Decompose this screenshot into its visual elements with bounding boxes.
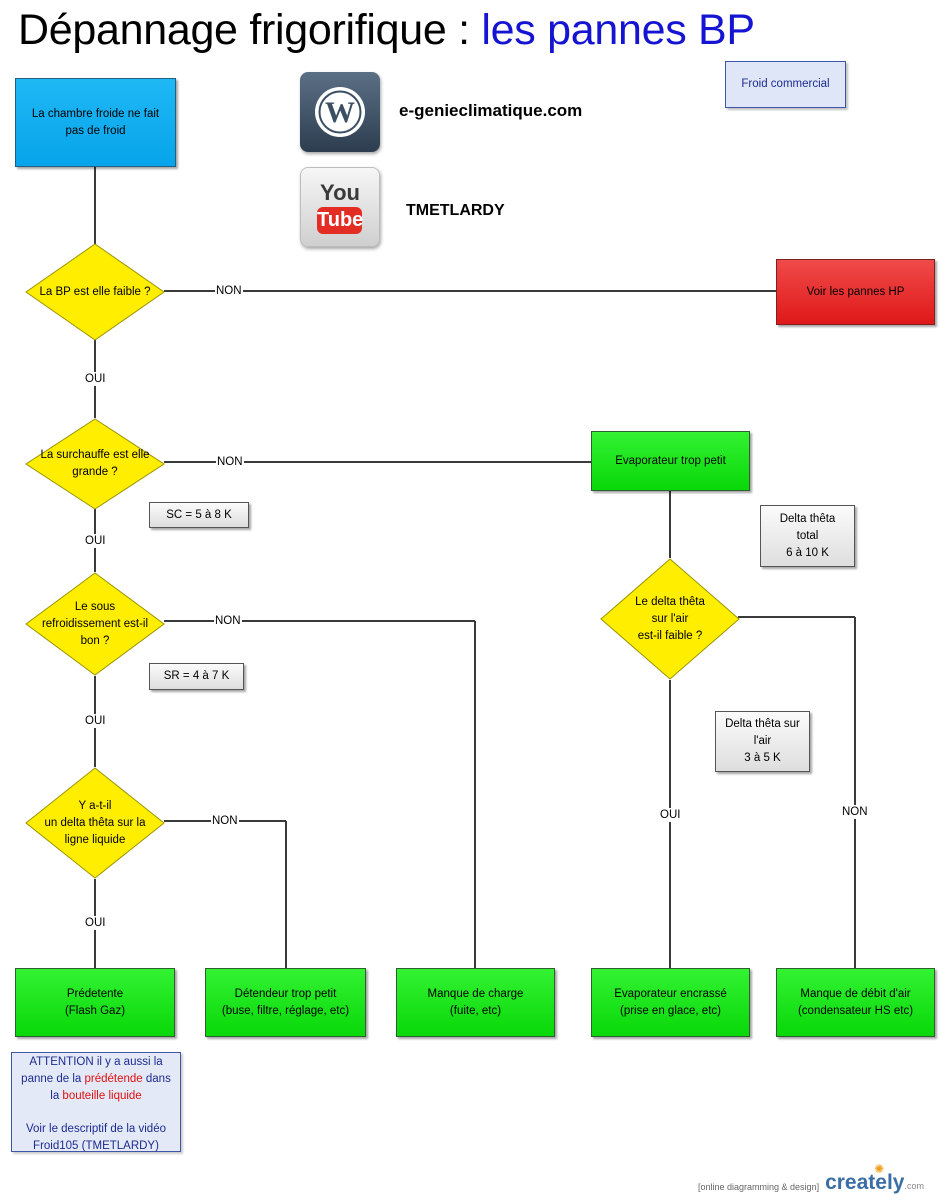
attention-note-line: ATTENTION il y a aussi la panne de la pr… [16,1054,176,1105]
creately-brand-text: creately [825,1171,905,1194]
decision-delta-air: Le delta thêta sur l'air est-il faible ? [600,558,740,680]
decision-ligne-liquide-shape [25,767,165,879]
svg-text:W: W [325,96,355,129]
delta-theta-total-text: Delta thêta total 6 à 10 K [779,512,836,559]
youtube-channel-label[interactable]: TMETLARDY [406,202,505,219]
label-oui-air: OUI [659,808,682,822]
froid-commercial-text: Froid commercial [741,78,830,90]
wordpress-logo-graphic: W [315,87,365,137]
delta-theta-air-box: Delta thêta sur l'air 3 à 5 K [715,711,810,772]
decision-surchauffe-text: La surchauffe est elle grande ? [40,449,150,478]
result-manque-debit-air: Manque de débit d'air (condensateur HS e… [776,968,935,1037]
footer-tagline: [online diagramming & design] [698,1182,820,1192]
voir-pannes-hp-node: Voir les pannes HP [776,259,935,325]
result-detendeur-trop-petit: Détendeur trop petit (buse, filtre, régl… [205,968,366,1037]
label-oui-sh: OUI [84,534,107,548]
label-oui-sr: OUI [84,714,107,728]
decision-bp-faible: La BP est elle faible ? [25,243,165,341]
creately-logo[interactable]: ✺creately.com [825,1162,924,1195]
wordpress-icon[interactable]: W [300,72,380,152]
creately-tld-text: .com [904,1181,924,1191]
sr-info-box: SR = 4 à 7 K [149,663,244,690]
youtube-icon[interactable]: You Tube [300,167,380,247]
label-non-sh: NON [216,455,244,469]
result-evaporateur-encrasse: Evaporateur encrassé (prise en glace, et… [591,968,750,1037]
decision-delta-air-shape [600,558,740,680]
label-non-ll: NON [211,814,239,828]
sc-info-box: SC = 5 à 8 K [149,502,249,528]
result-manque-de-charge: Manque de charge (fuite, etc) [396,968,555,1037]
decision-surchauffe: La surchauffe est elle grande ? [25,418,165,510]
decision-sous-refroidissement-shape [25,572,165,676]
voir-pannes-hp-text: Voir les pannes HP [806,285,905,298]
decision-sous-refroidissement: Le sous refroidissement est-il bon ? [25,572,165,676]
sr-info-text: SR = 4 à 7 K [163,670,230,682]
label-non-air: NON [841,805,869,819]
title-main: Dépannage frigorifique : [18,6,482,54]
label-non-sr: NON [214,614,242,628]
footer-branding: [online diagramming & design] ✺creately.… [698,1162,924,1195]
attention-note: ATTENTION il y a aussi la panne de la pr… [11,1052,181,1152]
result-manque-charge-text: Manque de charge (fuite, etc) [427,987,524,1017]
decision-bp-shape [25,243,165,341]
label-oui-ll: OUI [84,916,107,930]
delta-theta-air-text: Delta thêta sur l'air 3 à 5 K [725,718,800,764]
evaporateur-trop-petit-text: Evaporateur trop petit [615,454,726,467]
decision-ligne-liquide-text: Y a-t-il un delta thêta sur la ligne liq… [44,799,146,846]
result-predetente-text: Prédetente (Flash Gaz) [64,987,126,1017]
wordpress-site-label[interactable]: e-genieclimatique.com [399,101,583,120]
note-red-bouteille: bouteille liquide [62,1090,142,1102]
decision-sous-refroidissement-text: Le sous refroidissement est-il bon ? [41,600,149,647]
result-detendeur-text: Détendeur trop petit (buse, filtre, régl… [221,987,350,1017]
title-highlight: les pannes BP [481,6,755,54]
evaporateur-trop-petit-node: Evaporateur trop petit [591,431,750,491]
youtube-logo-you: You [320,180,360,205]
delta-theta-total-box: Delta thêta total 6 à 10 K [760,505,855,567]
result-evaporateur-encrasse-text: Evaporateur encrassé (prise en glace, et… [614,987,727,1017]
decision-surchauffe-shape [25,418,165,510]
sc-info-text: SC = 5 à 8 K [166,508,232,521]
start-node-text: La chambre froide ne fait pas de froid [31,107,160,137]
label-oui-bp: OUI [84,372,107,386]
decision-bp-text: La BP est elle faible ? [39,285,151,298]
result-predetente: Prédetente (Flash Gaz) [15,968,175,1037]
note-part1: ATTENTION il y a aussi la panne de la [21,1056,163,1085]
sun-icon: ✺ [874,1162,885,1176]
note-video-reference: Voir le descriptif de la vidéo Froid105 … [26,1123,166,1152]
result-manque-debit-air-text: Manque de débit d'air (condensateur HS e… [797,987,914,1017]
froid-commercial-tag: Froid commercial [725,61,846,108]
decision-ligne-liquide: Y a-t-il un delta thêta sur la ligne liq… [25,767,165,879]
note-part2: dans la [50,1073,171,1102]
start-node: La chambre froide ne fait pas de froid [15,78,176,167]
note-red-predetende: prédétende [84,1073,143,1085]
page-title: Dépannage frigorifique : les pannes BP [18,2,755,58]
youtube-logo-tube: Tube [317,207,363,234]
label-non-bp: NON [215,284,243,298]
decision-delta-air-text: Le delta thêta sur l'air est-il faible ? [635,595,705,642]
